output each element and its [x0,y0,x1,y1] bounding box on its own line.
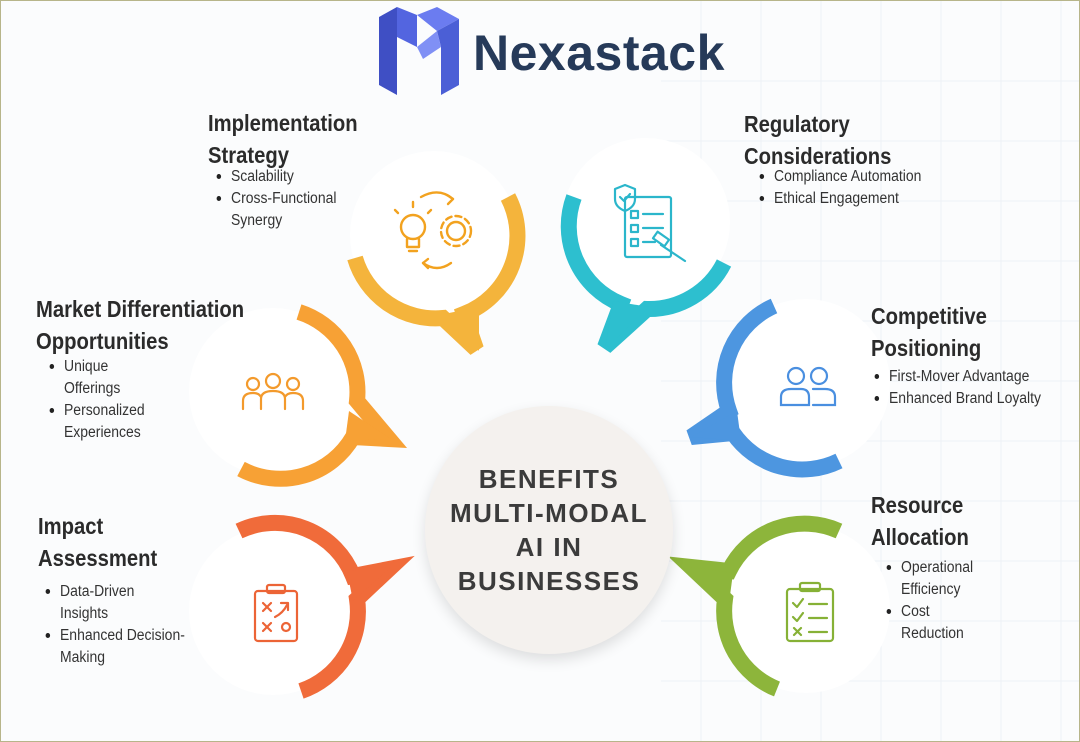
center-line: BENEFITS [478,464,620,494]
regulatory-considerations-heading: Regulatory Considerations [744,108,891,172]
center-title: BENEFITS MULTI-MODAL AI IN BUSINESSES [450,462,648,598]
bullet-item: Enhanced Brand Loyalty [871,388,1051,410]
impact-assessment-bullets: Data-Driven Insights Enhanced Decision-M… [42,581,186,669]
bullet-item: Scalability [213,166,348,188]
bullet-item: Enhanced Decision-Making [42,625,186,669]
heading-line: Allocation [871,524,969,550]
heading-line: Resource [871,492,964,518]
users-icon [779,366,837,407]
heading-line: Regulatory [744,111,850,137]
bullet-item: Unique Offerings [46,356,163,400]
market-differentiation-heading: Market Differentiation Opportunities [36,293,244,357]
bullet-item: Data-Driven Insights [42,581,186,625]
market-node [189,304,408,487]
center-line: MULTI-MODAL [450,498,648,528]
regulatory-considerations-bullets: Compliance Automation Ethical Engagement [756,166,936,210]
heading-line: Positioning [871,335,982,361]
heading-line: Market Differentiation [36,296,245,322]
implementation-node [347,151,526,355]
bullet-item: Operational Efficiency [883,557,978,601]
bullet-item: Ethical Engagement [756,188,936,210]
bullet-item: Compliance Automation [756,166,936,188]
heading-line: Opportunities [36,328,169,354]
bullet-item: Cost Reduction [883,601,978,645]
heading-line: Competitive [871,303,987,329]
brand-name: Nexastack [473,25,725,81]
implementation-strategy-heading: Implementation Strategy [208,107,358,171]
resource-allocation-heading: Resource Allocation [871,489,969,553]
competitive-positioning-heading: Competitive Positioning [871,300,987,364]
strategy-clipboard-icon [253,583,299,643]
implementation-strategy-bullets: Scalability Cross-Functional Synergy [213,166,348,232]
heading-line: Assessment [38,545,158,571]
task-list-icon [785,581,835,643]
bullet-item: First-Mover Advantage [871,366,1051,388]
resource-allocation-bullets: Operational Efficiency Cost Reduction [883,557,978,645]
compliance-checklist-icon [613,183,687,263]
nexastack-logo-icon [379,7,459,95]
center-circle: BENEFITS MULTI-MODAL AI IN BUSINESSES [425,406,673,654]
center-line: AI IN [515,532,583,562]
competitive-positioning-bullets: First-Mover Advantage Enhanced Brand Loy… [871,366,1051,410]
regulatory-node [560,138,732,353]
heading-line: Implementation [208,110,358,136]
team-icon [241,372,305,411]
bullet-item: Cross-Functional Synergy [213,188,348,232]
resource-node [668,515,890,697]
impact-node [189,514,415,699]
center-line: BUSINESSES [457,566,641,596]
competitive-node [686,298,890,478]
heading-line: Considerations [744,143,892,169]
heading-line: Strategy [208,142,290,168]
heading-line: Impact [38,513,104,539]
innovation-process-icon [393,191,473,270]
impact-assessment-heading: Impact Assessment [38,510,157,574]
bullet-item: Personalized Experiences [46,400,163,444]
market-differentiation-bullets: Unique Offerings Personalized Experience… [46,356,163,444]
